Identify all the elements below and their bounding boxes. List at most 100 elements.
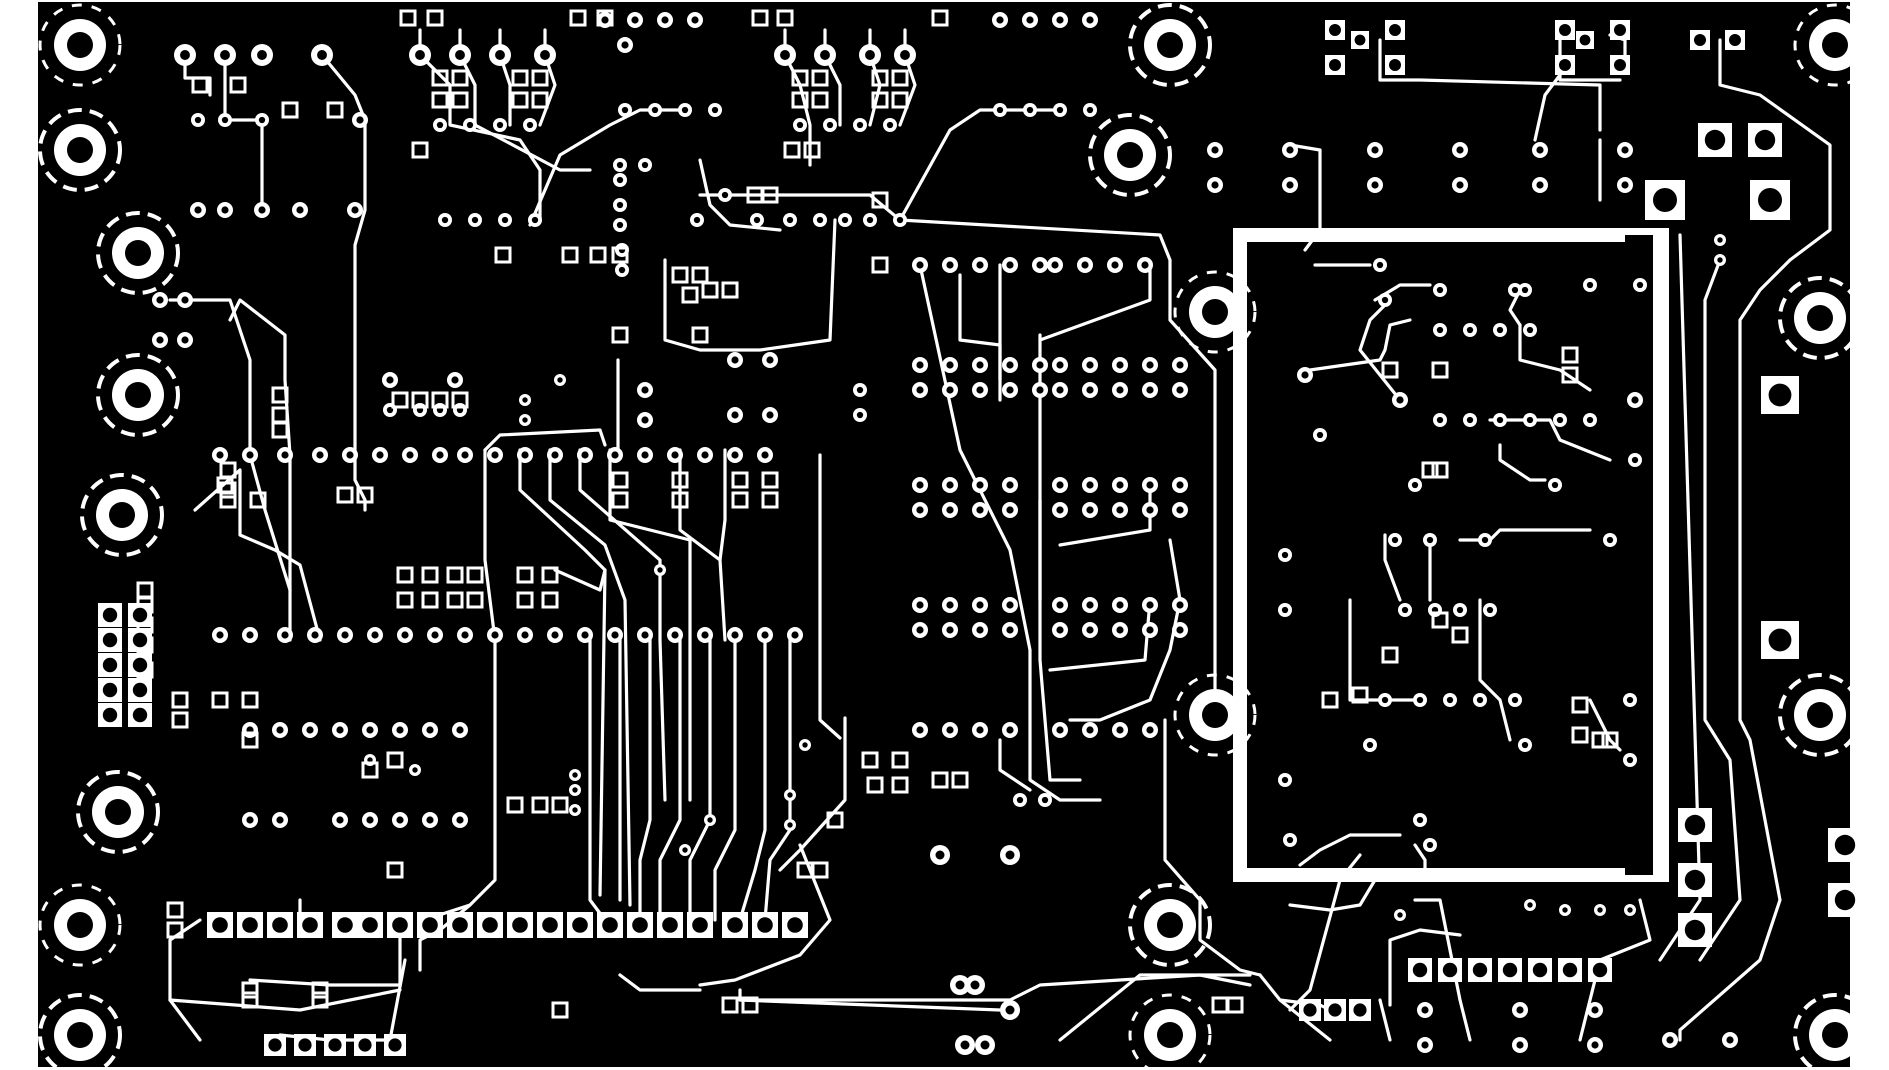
mounting-hole-drill xyxy=(67,912,93,938)
pad-drill xyxy=(1056,726,1064,734)
pad-drill xyxy=(1056,626,1064,634)
pad-drill xyxy=(1606,536,1614,544)
large-pad-drill xyxy=(1472,962,1488,978)
square-pad xyxy=(451,91,469,109)
pad-drill xyxy=(1086,726,1094,734)
square-pad xyxy=(811,69,829,87)
square-pad xyxy=(241,691,259,709)
pad-drill xyxy=(657,567,663,573)
large-pad-drill xyxy=(1353,1003,1367,1017)
large-pad-drill xyxy=(1412,962,1428,978)
pad-drill xyxy=(1006,386,1014,394)
large-pad-drill xyxy=(1684,919,1706,941)
copper-trace xyxy=(618,973,702,992)
copper-trace xyxy=(168,918,202,1042)
pad-drill xyxy=(651,106,659,114)
square-pad xyxy=(451,69,469,87)
pad-drill xyxy=(1556,416,1564,424)
pad-drill xyxy=(557,377,563,383)
square-pad xyxy=(271,386,289,404)
pad-drill xyxy=(456,726,464,734)
copper-trace xyxy=(483,428,607,452)
pad-drill xyxy=(426,726,434,734)
pad-drill xyxy=(787,822,793,828)
pad-drill xyxy=(1626,756,1634,764)
square-pad xyxy=(611,326,629,344)
square-pad xyxy=(241,991,259,1009)
pad-drill xyxy=(866,216,874,224)
square-pad xyxy=(411,141,429,159)
large-pad-drill xyxy=(662,917,678,933)
pad-drill xyxy=(791,631,799,639)
copper-trace xyxy=(698,843,832,987)
copper-trace xyxy=(688,638,712,922)
large-pad-drill xyxy=(452,917,468,933)
pad-drill xyxy=(572,807,578,813)
pad-drill xyxy=(935,850,945,860)
mounting-hole-ring xyxy=(38,883,122,967)
large-pad-drill xyxy=(1502,962,1518,978)
pad-drill xyxy=(1211,146,1219,154)
pad-drill xyxy=(521,631,529,639)
copper-trace xyxy=(1288,143,1322,252)
mounting-hole-ring xyxy=(1128,883,1212,967)
copper-trace xyxy=(1358,298,1402,402)
pad-drill xyxy=(916,506,924,514)
copper-trace xyxy=(1288,878,1377,912)
pad-drill xyxy=(621,106,629,114)
pad-drill xyxy=(471,216,479,224)
copper-trace xyxy=(678,448,727,642)
pad-drill xyxy=(426,816,434,824)
pad-drill xyxy=(1281,776,1289,784)
pad-drill xyxy=(946,481,954,489)
square-pad xyxy=(1431,361,1449,379)
pad-drill xyxy=(796,121,804,129)
copper-trace xyxy=(1383,533,1402,602)
pad-drill xyxy=(731,451,739,459)
pad-drill xyxy=(616,201,624,209)
pad-drill xyxy=(711,106,719,114)
square-pad xyxy=(731,471,749,489)
pad-drill xyxy=(641,451,649,459)
pad-drill xyxy=(1371,146,1379,154)
pad-drill xyxy=(1006,626,1014,634)
square-pad xyxy=(776,9,794,27)
pad-drill xyxy=(1486,606,1494,614)
pad-drill xyxy=(1396,396,1404,404)
square-pad xyxy=(1431,461,1449,479)
pad-drill xyxy=(431,631,439,639)
large-pad-drill xyxy=(1834,889,1856,911)
large-pad-drill xyxy=(1562,962,1578,978)
pad-drill xyxy=(1511,286,1519,294)
large-pad-drill xyxy=(1729,34,1741,46)
pad-drill xyxy=(1006,481,1014,489)
pad-drill xyxy=(976,481,984,489)
pad-drill xyxy=(946,386,954,394)
pad-drill xyxy=(856,411,864,419)
pad-drill xyxy=(916,726,924,734)
pad-drill xyxy=(436,451,444,459)
copper-trace xyxy=(518,448,607,897)
pad-drill xyxy=(1456,606,1464,614)
pad-drill xyxy=(572,772,578,778)
square-pad xyxy=(446,566,464,584)
copper-traces xyxy=(168,28,1832,1042)
copper-trace xyxy=(738,998,1002,1012)
large-pad-drill xyxy=(422,917,438,933)
square-pad xyxy=(421,591,439,609)
pad-drill xyxy=(466,121,474,129)
pad-drill xyxy=(1141,261,1149,269)
mounting-hole-drill xyxy=(1202,702,1228,728)
copper-trace xyxy=(1058,483,1152,547)
square-pad xyxy=(311,991,329,1009)
copper-trace xyxy=(1038,263,1152,342)
square-pad xyxy=(596,9,614,27)
pad-drill xyxy=(1056,481,1064,489)
square-pad xyxy=(721,996,739,1014)
pad-drill xyxy=(1116,726,1124,734)
large-pad-drill xyxy=(388,1038,402,1052)
pad-drill xyxy=(1081,261,1089,269)
pad-drill xyxy=(641,161,649,169)
pad-drill xyxy=(1176,506,1184,514)
pad-drill xyxy=(1176,386,1184,394)
